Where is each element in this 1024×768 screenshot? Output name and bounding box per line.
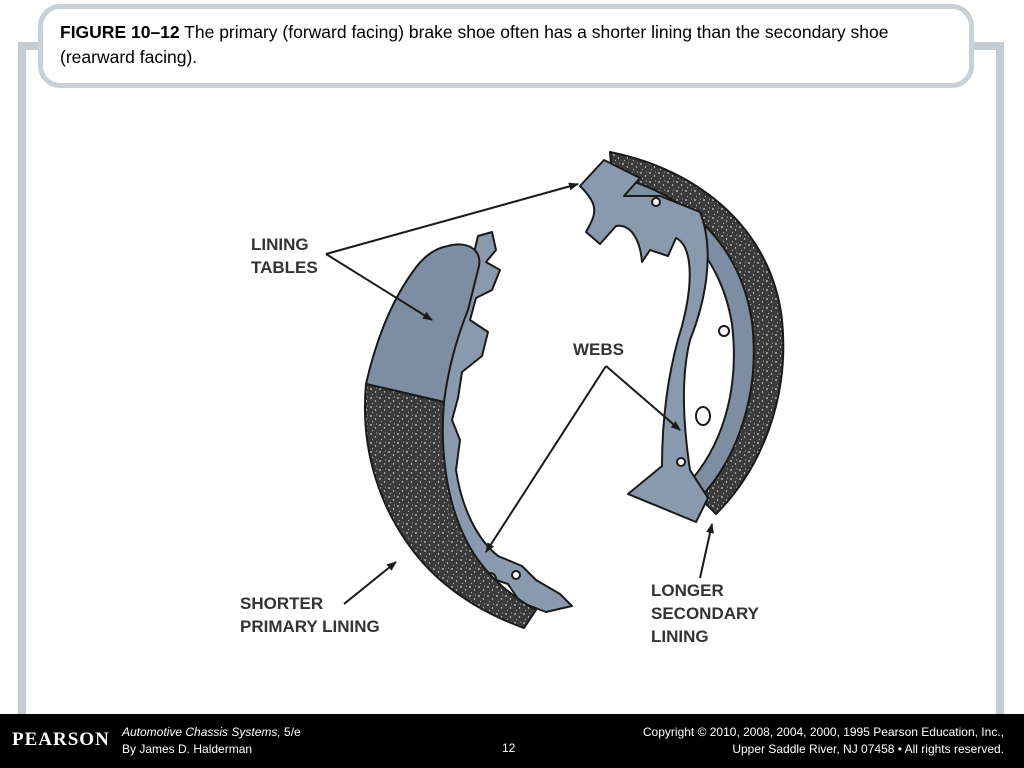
label-lining-tables: LINING TABLES xyxy=(251,233,318,279)
frame-right-line xyxy=(996,42,1004,714)
secondary-web xyxy=(579,159,709,523)
figure-label: FIGURE 10–12 xyxy=(60,22,180,42)
label-shorter-primary-line-1: SHORTER xyxy=(240,594,324,613)
frame-left-line xyxy=(18,42,26,714)
copyright-notice: Copyright © 2010, 2008, 2004, 2000, 1995… xyxy=(643,724,1004,758)
label-lining-tables-line-1: LINING xyxy=(251,235,309,254)
label-webs: WEBS xyxy=(573,340,624,359)
secondary-web-hole-3 xyxy=(695,406,711,426)
arrow-webs-left xyxy=(485,365,607,553)
secondary-web-hole-4 xyxy=(676,457,686,467)
book-info: Automotive Chassis Systems, 5/e By James… xyxy=(122,724,301,758)
pearson-logo: PEARSON xyxy=(12,729,110,750)
page-number: 12 xyxy=(502,741,516,755)
secondary-shoe xyxy=(579,151,785,523)
label-shorter-primary-lining: SHORTER PRIMARY LINING xyxy=(240,592,380,638)
arrow-lining-tables-lower xyxy=(325,253,433,321)
secondary-web-hole-1 xyxy=(651,197,661,207)
footer-bar: PEARSON Automotive Chassis Systems, 5/e … xyxy=(0,714,1024,768)
label-longer-secondary-line-2: SECONDARY xyxy=(651,604,759,623)
arrow-shorter-primary xyxy=(343,561,397,605)
label-longer-secondary-line-3: LINING xyxy=(651,627,709,646)
label-longer-secondary-lining: LONGER SECONDARY LINING xyxy=(651,579,759,648)
caption-text: The primary (forward facing) brake shoe … xyxy=(60,22,889,67)
arrow-webs-right xyxy=(605,365,681,431)
label-longer-secondary-line-1: LONGER xyxy=(651,581,724,600)
label-shorter-primary-line-2: PRIMARY LINING xyxy=(240,617,380,636)
primary-lining xyxy=(363,383,537,629)
caption-box xyxy=(38,4,974,88)
label-lining-tables-line-2: TABLES xyxy=(251,258,318,277)
arrow-lining-tables-upper xyxy=(325,182,579,255)
frame-top-right-line xyxy=(970,42,1004,50)
book-title: Automotive Chassis Systems, xyxy=(122,725,281,739)
book-edition: 5/e xyxy=(280,725,301,739)
copyright-line-2: Upper Saddle River, NJ 07458 • All right… xyxy=(732,742,1004,756)
figure-caption: FIGURE 10–12 The primary (forward facing… xyxy=(60,20,940,70)
copyright-line-1: Copyright © 2010, 2008, 2004, 2000, 1995… xyxy=(642,725,1004,739)
primary-web-hole-2 xyxy=(511,570,521,580)
callout-arrows xyxy=(325,182,714,605)
arrow-longer-secondary xyxy=(699,523,714,579)
primary-shoe xyxy=(363,231,573,629)
frame-top-left-line xyxy=(18,42,42,50)
secondary-web-hole-2 xyxy=(718,325,730,337)
primary-table xyxy=(365,243,481,403)
book-author: By James D. Halderman xyxy=(122,742,253,756)
brake-shoe-diagram xyxy=(325,151,785,629)
